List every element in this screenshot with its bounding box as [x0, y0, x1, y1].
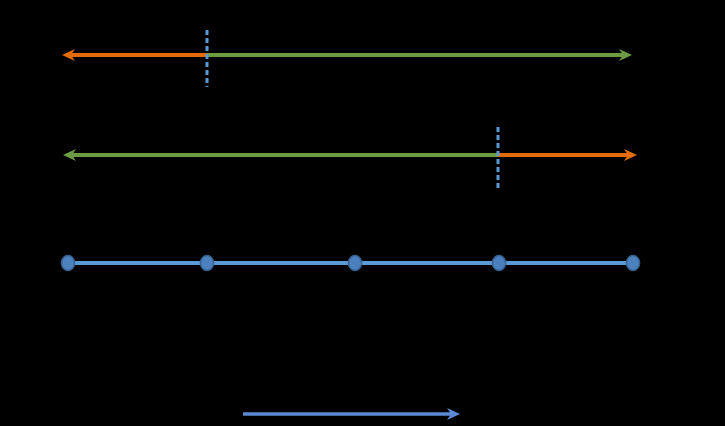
timeline-dot-3: [347, 254, 363, 272]
interval-row-1-green-arrowhead-right: [619, 49, 632, 61]
direction-arrowhead: [447, 408, 460, 420]
timeline-dot-5: [625, 254, 641, 272]
timeline-dot-2: [199, 254, 215, 272]
interval-row-2-orange-arrowhead-right: [624, 149, 637, 161]
timeline-dot-1: [60, 254, 76, 272]
timeline-dot-4: [491, 254, 507, 272]
interval-row-2-green-arrowhead-left: [63, 149, 76, 161]
interval-row-1-orange-arrowhead-left: [62, 49, 75, 61]
